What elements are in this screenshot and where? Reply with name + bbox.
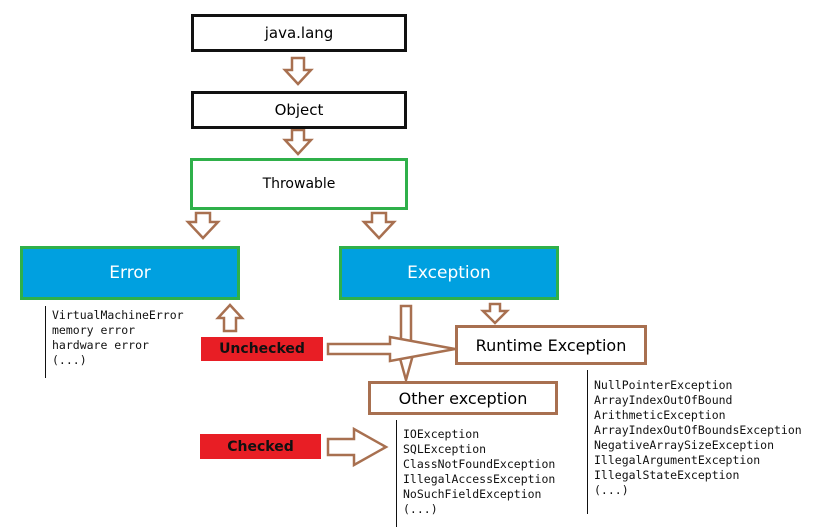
up-arrow-unchecked-error bbox=[215, 303, 245, 333]
unchecked-label: Unchecked bbox=[219, 341, 305, 357]
runtime-list-item: ArrayIndexOutOfBoundsException bbox=[594, 423, 802, 437]
error-list-item: (...) bbox=[52, 353, 87, 367]
exception-label: Exception bbox=[407, 263, 491, 283]
down-arrow-throwable-exception bbox=[361, 211, 397, 240]
down-arrow-exception-runtime bbox=[479, 302, 511, 325]
right-arrow-checked-list bbox=[326, 426, 389, 468]
unchecked-tag: Unchecked bbox=[201, 337, 323, 361]
error-label: Error bbox=[109, 263, 151, 283]
error-box: Error bbox=[20, 246, 240, 300]
exception-box: Exception bbox=[339, 246, 559, 300]
runtime-exception-box: Runtime Exception bbox=[455, 325, 647, 365]
checked-list-item: (...) bbox=[403, 502, 438, 516]
checked-list-item: SQLException bbox=[403, 442, 487, 456]
error-list-item: VirtualMachineError bbox=[52, 308, 184, 322]
runtime-list-item: NegativeArraySizeException bbox=[594, 438, 775, 452]
java-lang-label: java.lang bbox=[264, 24, 334, 42]
down-arrow-java-object bbox=[282, 56, 314, 86]
runtime-list-item: ArithmeticException bbox=[594, 408, 726, 422]
runtime-list-item: (...) bbox=[594, 483, 629, 497]
checked-tag: Checked bbox=[200, 434, 321, 459]
runtime-exception-label: Runtime Exception bbox=[475, 335, 627, 355]
checked-label: Checked bbox=[227, 438, 294, 455]
runtime-list-item: IllegalArgumentException bbox=[594, 453, 761, 467]
runtime-list-item: ArrayIndexOutOfBound bbox=[594, 393, 733, 407]
other-exception-box: Other exception bbox=[368, 381, 558, 415]
error-list: VirtualMachineError memory error hardwar… bbox=[45, 306, 184, 378]
object-label: Object bbox=[274, 101, 324, 119]
down-arrow-throwable-error bbox=[185, 211, 221, 240]
error-list-item: memory error bbox=[52, 323, 136, 337]
right-arrow-unchecked-runtime bbox=[326, 335, 456, 363]
throwable-label: Throwable bbox=[262, 176, 336, 192]
down-arrow-object-throwable bbox=[282, 128, 314, 156]
java-lang-box: java.lang bbox=[191, 14, 407, 52]
checked-list-item: NoSuchFieldException bbox=[403, 487, 542, 501]
checked-exception-list: IOException SQLException ClassNotFoundEx… bbox=[396, 420, 555, 527]
object-box: Object bbox=[191, 91, 407, 129]
error-list-item: hardware error bbox=[52, 338, 149, 352]
checked-list-item: ClassNotFoundException bbox=[403, 457, 556, 471]
runtime-list-item: IllegalStateException bbox=[594, 468, 740, 482]
runtime-list-item: NullPointerException bbox=[594, 378, 733, 392]
checked-list-item: IOException bbox=[403, 427, 480, 441]
checked-list-item: IllegalAccessException bbox=[403, 472, 556, 486]
throwable-box: Throwable bbox=[190, 158, 408, 210]
other-exception-label: Other exception bbox=[398, 388, 528, 408]
runtime-exception-list: NullPointerException ArrayIndexOutOfBoun… bbox=[587, 370, 802, 514]
